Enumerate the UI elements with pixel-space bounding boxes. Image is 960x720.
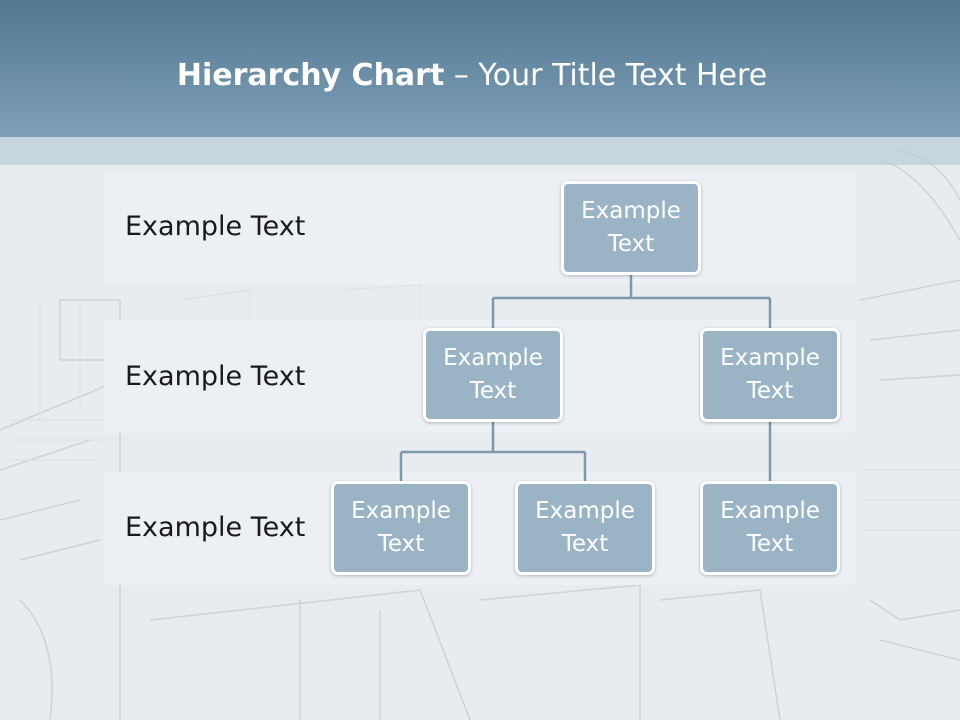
connector-midleft-to-bottom — [399, 422, 587, 482]
node-level2-left-text: Example Text — [443, 345, 543, 404]
node-root-text: Example Text — [581, 198, 681, 257]
node-level2-right[interactable]: Example Text — [700, 328, 840, 422]
level-label-2: Example Text — [125, 361, 306, 392]
level-label-3: Example Text — [125, 512, 306, 543]
level-label-1: Example Text — [125, 211, 306, 242]
slide-title-bold: Hierarchy Chart — [176, 58, 445, 93]
slide-title-rest: – Your Title Text Here — [444, 58, 768, 93]
connector-root-to-mid — [491, 275, 772, 330]
node-level3-2-text: Example Text — [535, 498, 635, 557]
title-strip — [0, 137, 960, 165]
node-level3-3-text: Example Text — [720, 498, 820, 557]
node-root[interactable]: Example Text — [561, 181, 701, 275]
node-level3-2[interactable]: Example Text — [515, 481, 655, 575]
node-level3-1-text: Example Text — [351, 498, 451, 557]
node-level3-1[interactable]: Example Text — [331, 481, 471, 575]
title-bar — [0, 0, 960, 137]
node-level2-right-text: Example Text — [720, 345, 820, 404]
level-band-1 — [104, 171, 856, 284]
slide-title: Hierarchy Chart – Your Title Text Here — [0, 55, 944, 97]
node-level3-3[interactable]: Example Text — [700, 481, 840, 575]
node-level2-left[interactable]: Example Text — [423, 328, 563, 422]
